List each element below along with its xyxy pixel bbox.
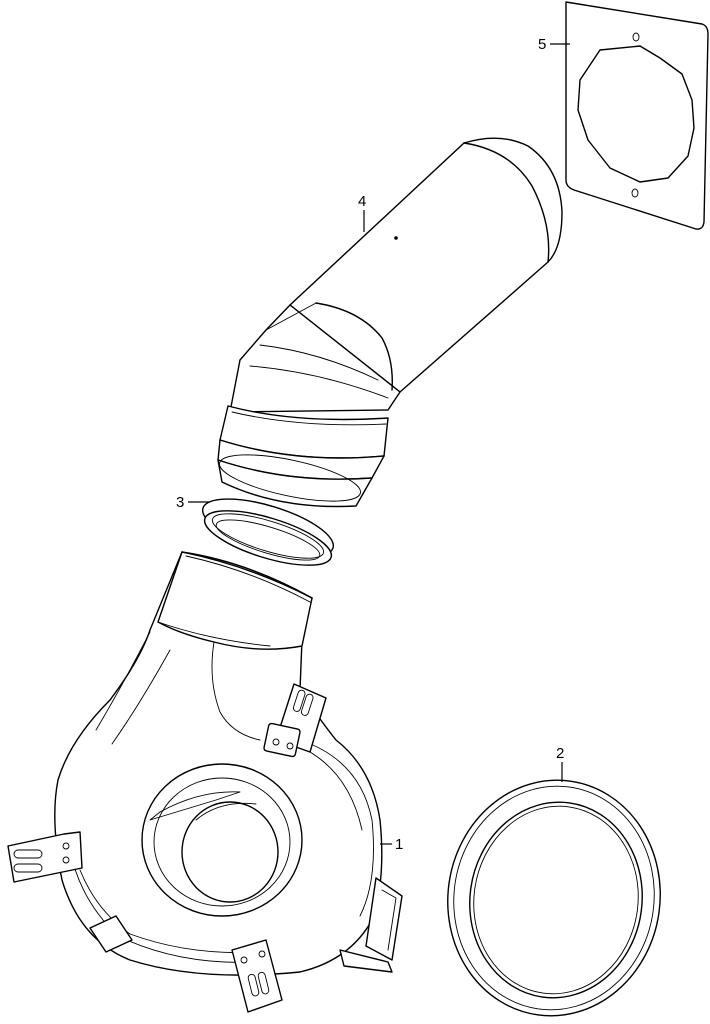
callout-2: 2 [556, 745, 564, 782]
hose-clamp-ring [201, 498, 335, 566]
wall-plate [565, 1, 709, 230]
callout-label-3: 3 [176, 494, 184, 511]
callout-label-1: 1 [395, 836, 403, 853]
callout-label-5: 5 [538, 36, 546, 53]
seal-ring [447, 779, 661, 1017]
callout-3: 3 [176, 494, 210, 511]
blower-housing [7, 551, 403, 1013]
callout-label-4: 4 [358, 193, 366, 210]
callout-label-2: 2 [556, 745, 564, 762]
callout-1: 1 [380, 836, 403, 853]
exhaust-elbow-duct [217, 137, 563, 508]
callout-5: 5 [538, 36, 570, 53]
callout-4: 4 [358, 193, 366, 232]
